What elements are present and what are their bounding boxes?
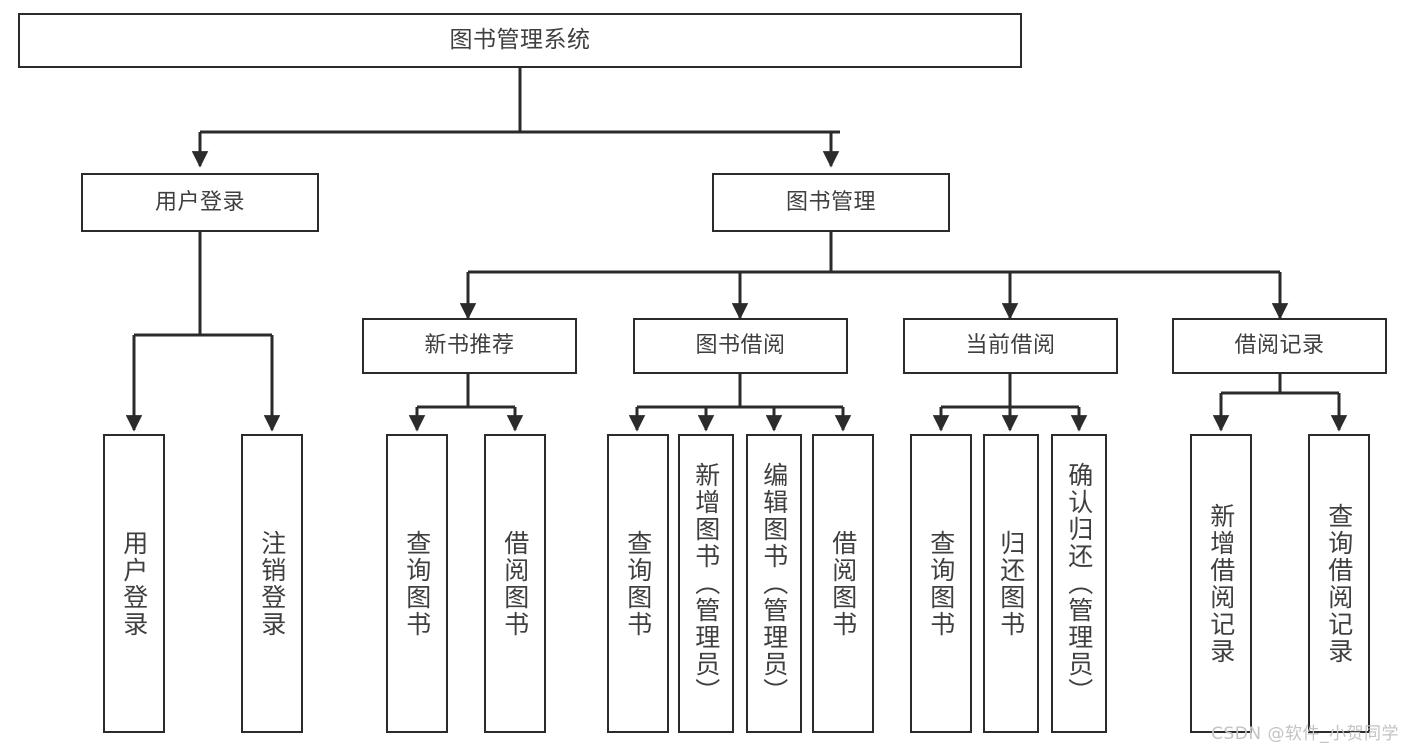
node-label: 借阅记录 — [1234, 333, 1325, 359]
node-book-borrow[interactable]: 图书借阅 — [633, 318, 848, 374]
leaf-user-login[interactable]: 用户登录 — [103, 434, 165, 733]
node-label: 确认归还（管理员） — [1064, 462, 1094, 705]
node-label: 图书管理 — [785, 189, 876, 215]
node-current-borrow[interactable]: 当前借阅 — [903, 318, 1118, 374]
node-label: 归还图书 — [996, 529, 1026, 638]
node-label: 图书管理系统 — [449, 27, 591, 54]
node-label: 用户登录 — [119, 529, 149, 638]
leaf-query-book-2[interactable]: 查询图书 — [607, 434, 669, 733]
node-label: 当前借阅 — [965, 333, 1056, 359]
node-label: 新增图书（管理员） — [691, 462, 721, 705]
node-label: 查询图书 — [402, 529, 432, 638]
node-label: 查询借阅记录 — [1324, 502, 1354, 665]
node-label: 借阅图书 — [828, 529, 858, 638]
leaf-logout[interactable]: 注销登录 — [241, 434, 303, 733]
csdn-watermark: CSDN @软件_小贺同学 — [1211, 724, 1399, 744]
node-label: 用户登录 — [154, 189, 245, 215]
leaf-confirm-return[interactable]: 确认归还（管理员） — [1051, 434, 1107, 733]
node-label: 查询图书 — [926, 529, 956, 638]
leaf-add-record[interactable]: 新增借阅记录 — [1190, 434, 1252, 733]
leaf-borrow-book-1[interactable]: 借阅图书 — [484, 434, 546, 733]
node-label: 新书推荐 — [424, 333, 515, 359]
node-label: 注销登录 — [257, 529, 287, 638]
node-label: 查询图书 — [623, 529, 653, 638]
leaf-add-book[interactable]: 新增图书（管理员） — [678, 434, 734, 733]
node-label: 借阅图书 — [500, 529, 530, 638]
node-root-system[interactable]: 图书管理系统 — [18, 13, 1022, 68]
node-label: 图书借阅 — [695, 333, 786, 359]
leaf-query-record[interactable]: 查询借阅记录 — [1308, 434, 1370, 733]
leaf-edit-book[interactable]: 编辑图书（管理员） — [746, 434, 802, 733]
leaf-borrow-book-2[interactable]: 借阅图书 — [812, 434, 874, 733]
node-label: 新增借阅记录 — [1206, 502, 1236, 665]
node-book-manage[interactable]: 图书管理 — [712, 173, 950, 232]
leaf-query-book-1[interactable]: 查询图书 — [386, 434, 448, 733]
node-user-login[interactable]: 用户登录 — [81, 173, 319, 232]
node-borrow-record[interactable]: 借阅记录 — [1172, 318, 1387, 374]
node-new-book-recommend[interactable]: 新书推荐 — [362, 318, 577, 374]
node-label: 编辑图书（管理员） — [759, 462, 789, 705]
leaf-return-book[interactable]: 归还图书 — [983, 434, 1039, 733]
leaf-query-book-3[interactable]: 查询图书 — [910, 434, 972, 733]
